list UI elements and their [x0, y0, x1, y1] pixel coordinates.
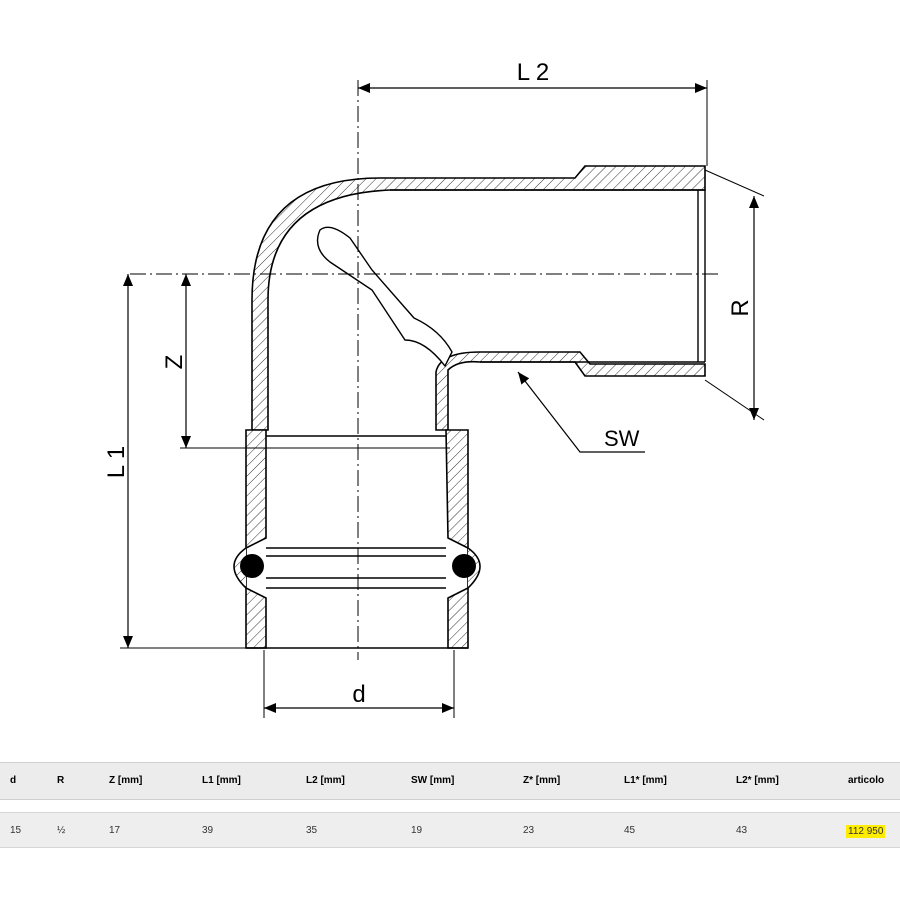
spec-header-row: d R Z [mm] L1 [mm] L2 [mm] SW [mm] Z* [m… [0, 762, 900, 800]
cell-d: 15 [10, 825, 22, 836]
header-r: R [57, 775, 65, 786]
label-Z: Z [161, 355, 188, 370]
cell-z: 17 [109, 825, 121, 836]
o-ring-right [452, 554, 476, 578]
elbow-wall [251, 165, 706, 431]
header-l1: L1 [mm] [202, 775, 241, 786]
o-ring-left [240, 554, 264, 578]
header-l1-star: L1* [mm] [624, 775, 667, 786]
dimension-arrows [123, 83, 759, 713]
extension-lines [120, 80, 765, 718]
fitting-drawing: L 2 L 1 Z R SW d [103, 59, 765, 718]
header-z: Z [mm] [109, 775, 143, 786]
label-R: R [727, 299, 754, 316]
cell-sw: 19 [411, 825, 423, 836]
internal-rib [316, 226, 453, 368]
cell-l1-star: 45 [624, 825, 636, 836]
header-l2: L2 [mm] [306, 775, 345, 786]
spec-spacer [0, 800, 900, 812]
label-L1: L 1 [103, 446, 130, 478]
header-articolo: articolo [848, 775, 885, 786]
cell-l1: 39 [202, 825, 214, 836]
table-row: 15 ½ 17 39 35 19 23 45 43 112 950 [0, 812, 900, 848]
cell-l2-star: 43 [736, 825, 748, 836]
header-d: d [10, 775, 17, 786]
cell-z-star: 23 [523, 825, 535, 836]
outlet-bore [390, 189, 706, 363]
socket-bore [246, 435, 468, 649]
cell-r: ½ [57, 825, 66, 836]
article-number[interactable]: 112 950 [846, 825, 886, 838]
cell-l2: 35 [306, 825, 318, 836]
label-d: d [352, 681, 365, 708]
header-l2-star: L2* [mm] [736, 775, 779, 786]
label-SW: SW [604, 426, 640, 451]
socket-wall [233, 429, 481, 649]
header-sw: SW [mm] [411, 775, 455, 786]
centerlines [130, 80, 718, 660]
label-L2: L 2 [517, 59, 549, 86]
dim-SW-leader [517, 371, 645, 453]
header-z-star: Z* [mm] [523, 775, 561, 786]
spec-table: d R Z [mm] L1 [mm] L2 [mm] SW [mm] Z* [m… [0, 762, 900, 848]
